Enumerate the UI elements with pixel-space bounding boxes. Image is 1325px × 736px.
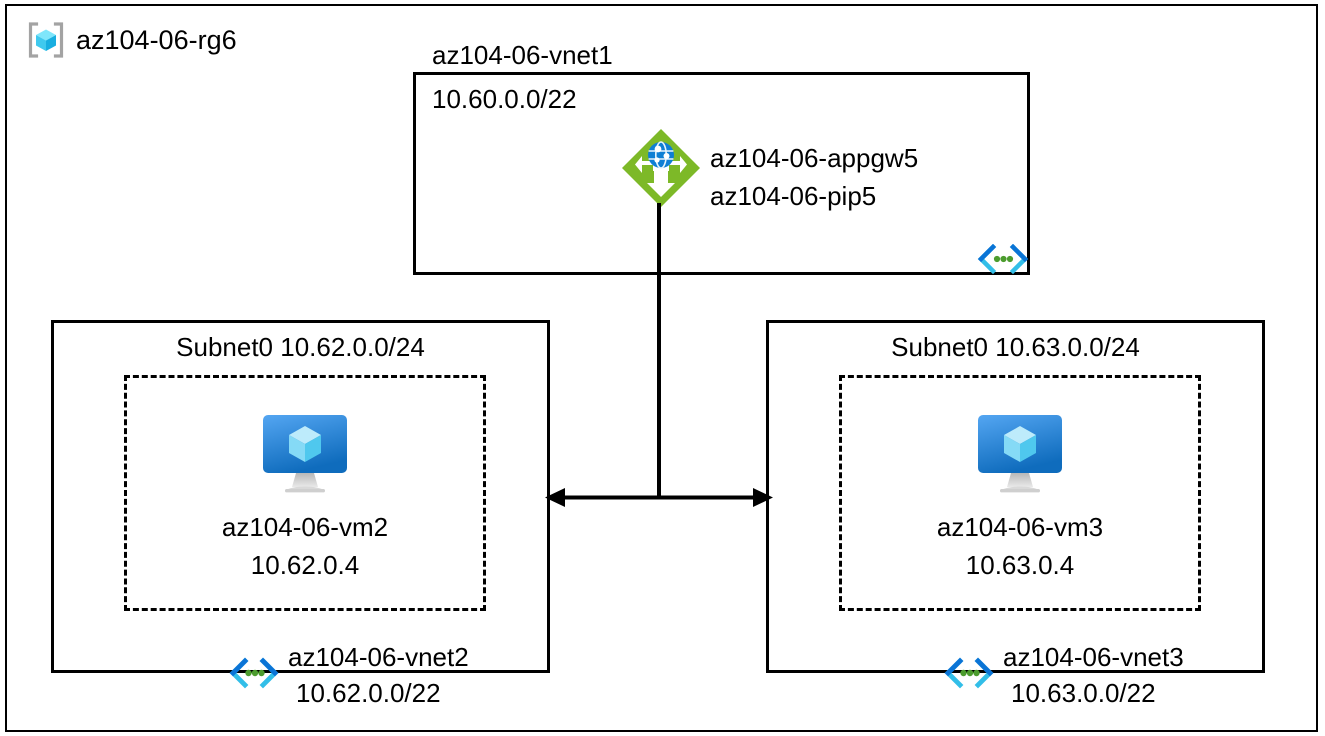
- vnet1-box: [413, 72, 1030, 275]
- virtual-network-icon: [977, 243, 1029, 275]
- virtual-network-icon: [228, 657, 280, 689]
- virtual-machine-icon: [972, 411, 1068, 497]
- vnet1-cidr-label: 10.60.0.0/22: [432, 84, 577, 114]
- vnet3-subnet-rect: [839, 375, 1201, 611]
- appgw-name-label: az104-06-appgw5: [710, 143, 919, 173]
- vnet2-cidr-label: 10.62.0.0/22: [296, 678, 441, 708]
- resource-group-header: az104-06-rg6: [26, 20, 237, 60]
- vnet1-name-label: az104-06-vnet1: [432, 40, 613, 70]
- virtual-network-icon: [943, 657, 995, 689]
- vnet2-subnet-rect: [124, 375, 486, 611]
- application-gateway-icon: [620, 127, 702, 209]
- resource-group-icon: [26, 20, 66, 60]
- vnet2-subnet-label: Subnet0 10.62.0.0/24: [176, 332, 425, 362]
- vm3-name-label: az104-06-vm3: [936, 512, 1104, 542]
- resource-group-name: az104-06-rg6: [76, 24, 237, 55]
- vnet2-name-label: az104-06-vnet2: [288, 642, 469, 672]
- vm2-ip-label: 10.62.0.4: [250, 550, 360, 580]
- vnet-peering-arrow: [543, 478, 775, 518]
- vm2-name-label: az104-06-vm2: [221, 512, 389, 542]
- virtual-machine-icon: [257, 411, 353, 497]
- vnet3-name-label: az104-06-vnet3: [1003, 642, 1184, 672]
- vnet3-cidr-label: 10.63.0.0/22: [1011, 678, 1156, 708]
- pip-name-label: az104-06-pip5: [710, 181, 877, 211]
- gateway-connector-line: [657, 203, 661, 499]
- vnet3-subnet-label: Subnet0 10.63.0.0/24: [891, 332, 1140, 362]
- vm3-ip-label: 10.63.0.4: [965, 550, 1075, 580]
